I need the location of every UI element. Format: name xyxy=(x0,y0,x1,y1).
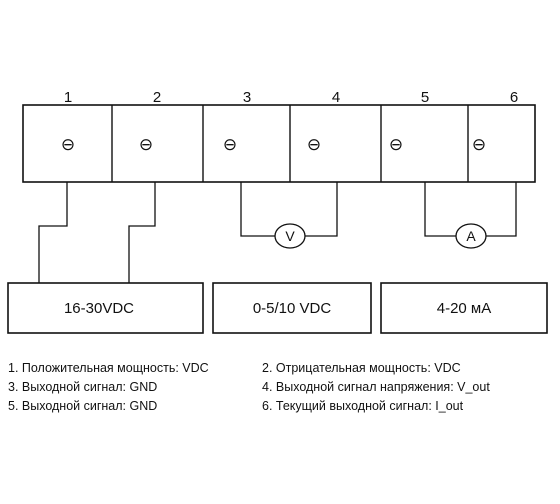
voltmeter-label: V xyxy=(285,228,295,244)
legend-item-2: 2. Отрицательная мощность: VDC xyxy=(262,361,461,375)
screw-icon: ⊖ xyxy=(472,135,486,154)
terminal-block xyxy=(22,104,536,183)
screw-icon: ⊖ xyxy=(307,135,321,154)
supply-label-power: 16-30VDC xyxy=(64,300,134,317)
screw-icon: ⊖ xyxy=(61,135,75,154)
supply-label-current: 4-20 мА xyxy=(437,300,492,317)
terminal-number-2: 2 xyxy=(153,89,161,106)
screw-icon: ⊖ xyxy=(139,135,153,154)
supply-box-voltage xyxy=(212,282,372,334)
terminal-number-5: 5 xyxy=(421,89,429,106)
legend-item-4: 4. Выходной сигнал напряжения: V_out xyxy=(262,380,490,394)
legend-item-3: 3. Выходной сигнал: GND xyxy=(8,380,158,394)
wire-ammeter-loop xyxy=(424,182,456,237)
voltmeter-icon xyxy=(274,223,306,249)
wire-terminal-2 xyxy=(128,182,156,283)
supply-box-power xyxy=(7,282,204,334)
terminal-number-1: 1 xyxy=(64,89,72,106)
wire-voltmeter-loop xyxy=(305,182,338,237)
terminal-number-6: 6 xyxy=(510,89,518,106)
screw-icon: ⊖ xyxy=(223,135,237,154)
wire-ammeter-loop xyxy=(486,182,517,237)
terminal-number-3: 3 xyxy=(243,89,251,106)
supply-box-current xyxy=(380,282,548,334)
ammeter-label: A xyxy=(466,228,476,244)
supply-label-voltage: 0-5/10 VDC xyxy=(253,300,332,317)
wire-terminal-1 xyxy=(38,182,68,283)
terminal-number-4: 4 xyxy=(332,89,340,106)
legend-item-1: 1. Положительная мощность: VDC xyxy=(8,361,209,375)
wire-voltmeter-loop xyxy=(240,182,275,237)
screw-icon: ⊖ xyxy=(389,135,403,154)
legend-item-6: 6. Текущий выходной сигнал: I_out xyxy=(262,399,464,413)
ammeter-icon xyxy=(455,223,487,249)
legend-item-5: 5. Выходной сигнал: GND xyxy=(8,399,158,413)
